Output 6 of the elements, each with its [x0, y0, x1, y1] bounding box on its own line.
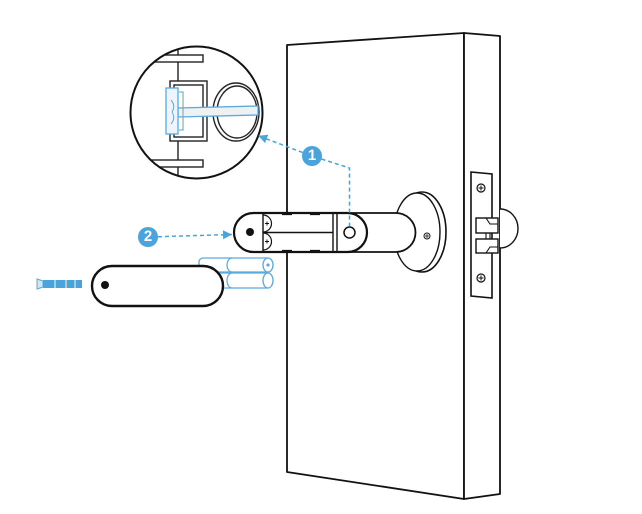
arrow [258, 134, 303, 154]
callout-number: 2 [138, 227, 158, 247]
arrow [158, 230, 232, 240]
leader-line [321, 158, 350, 226]
magnified-detail-view [128, 44, 265, 181]
screw-hole [343, 226, 356, 239]
